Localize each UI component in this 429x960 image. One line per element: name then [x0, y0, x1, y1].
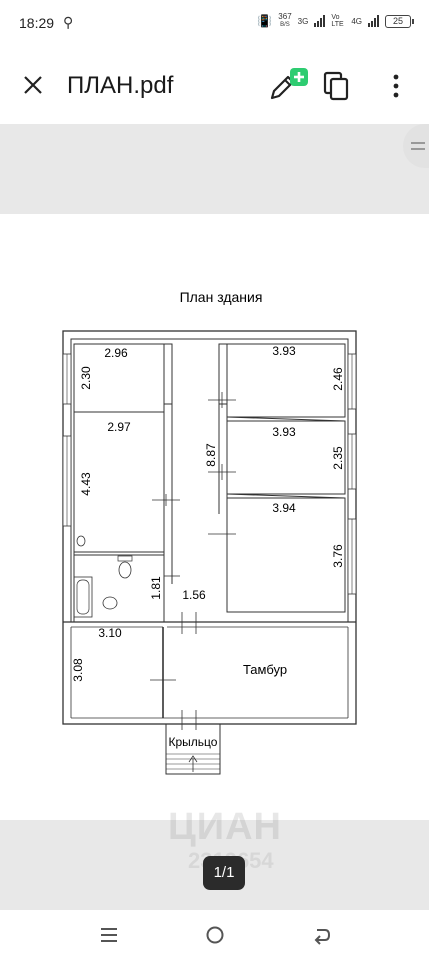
back-icon [314, 929, 331, 945]
label-vestibule: Тамбур [243, 662, 287, 677]
dim-corridor-length: 8.87 [204, 443, 218, 467]
home-circle-icon [206, 926, 224, 944]
home-button[interactable] [203, 924, 227, 946]
dim-r1-height: 2.30 [79, 366, 93, 390]
edit-button[interactable] [268, 68, 308, 102]
menu-icon [101, 928, 117, 942]
volte-label: Vo LTE [331, 14, 344, 28]
copy-icon [323, 71, 349, 101]
dim-corridor-width: 1.56 [182, 588, 206, 602]
more-vertical-icon [393, 74, 399, 98]
pencil-add-icon [270, 68, 308, 100]
floor-plan: План здания [62, 289, 357, 775]
odnoklassniki-icon: ⚲ [63, 14, 74, 30]
label-porch: Крыльцо [169, 735, 218, 749]
battery-icon: 25 [385, 14, 414, 28]
dim-r1-width: 2.96 [104, 346, 128, 360]
plan-heading: План здания [180, 289, 263, 305]
status-indicators: 📳 367 B/S 3G Vo LTE 4G 25 [257, 13, 414, 29]
dim-r6-height: 3.08 [71, 658, 85, 682]
network-4g-label: 4G [351, 16, 362, 26]
page-indicator: 1/1 [203, 856, 245, 890]
net-speed: 367 B/S [278, 13, 291, 29]
file-title: ПЛАН.pdf [67, 72, 174, 99]
dim-r2-height: 4.43 [79, 472, 93, 496]
dim-r5-height: 3.76 [331, 544, 345, 568]
dim-r2-width: 2.97 [107, 420, 131, 434]
dim-r4-width: 3.93 [272, 425, 296, 439]
copy-button[interactable] [323, 71, 351, 101]
signal-icon [314, 15, 326, 27]
app-bar: ПЛАН.pdf [0, 46, 429, 124]
pdf-page: План здания [0, 214, 429, 820]
close-button[interactable] [20, 72, 46, 98]
signal-icon-2 [368, 15, 379, 27]
network-3g-label: 3G [297, 16, 309, 26]
status-time: 18:29 [19, 15, 55, 31]
dim-r3-width: 3.93 [272, 344, 296, 358]
recent-apps-button[interactable] [97, 924, 121, 946]
dim-r4-height: 2.35 [331, 446, 345, 470]
dim-bath-height: 1.81 [149, 576, 163, 600]
system-nav-bar [0, 910, 429, 960]
back-button[interactable] [309, 924, 333, 946]
close-icon [24, 76, 42, 94]
vibrate-icon: 📳 [257, 14, 273, 28]
dim-r5-width: 3.94 [272, 501, 296, 515]
net-speed-value: 367 [278, 12, 292, 21]
status-bar: 18:29 ⚲ 📳 367 B/S 3G Vo LTE 4G 25 [0, 0, 429, 46]
dim-r3-height: 2.46 [331, 367, 345, 391]
net-speed-unit: B/S [280, 22, 290, 28]
more-options-button[interactable] [386, 71, 406, 101]
dim-r6-width: 3.10 [98, 626, 122, 640]
battery-level: 25 [392, 15, 403, 26]
